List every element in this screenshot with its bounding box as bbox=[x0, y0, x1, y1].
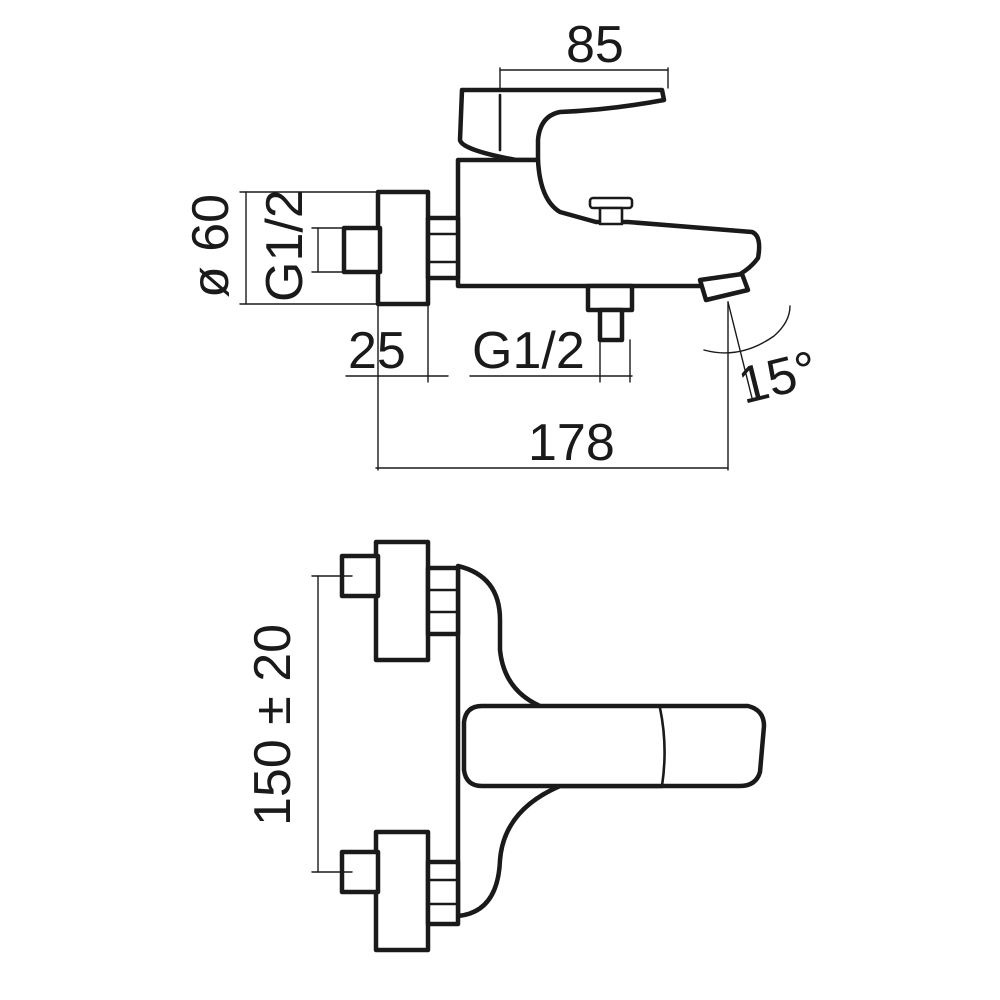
handle-lever bbox=[457, 87, 667, 163]
label-15-degrees: 15° bbox=[733, 340, 823, 415]
bottom-outlet bbox=[585, 283, 635, 343]
dim-25: 25 bbox=[345, 277, 449, 471]
inlet-pipe bbox=[341, 225, 383, 275]
front-view: 150 ± 20 bbox=[244, 539, 767, 953]
dim-15-degrees: 15° bbox=[703, 301, 823, 471]
label-25: 25 bbox=[348, 322, 406, 380]
front-bottom-inlet bbox=[339, 829, 461, 953]
label-178: 178 bbox=[528, 414, 615, 472]
label-inlet-thread: G1/2 bbox=[256, 189, 314, 302]
wall-flange bbox=[375, 189, 431, 307]
spout-tip bbox=[697, 271, 751, 303]
diverter-knob bbox=[588, 196, 634, 226]
side-view: 85 bbox=[182, 16, 823, 472]
dim-178: 178 bbox=[375, 414, 729, 472]
dim-inlet-thread: G1/2 bbox=[256, 189, 345, 302]
dim-85: 85 bbox=[499, 16, 669, 141]
front-handle bbox=[461, 703, 767, 789]
hex-nut bbox=[425, 215, 461, 281]
dim-outlet-thread: G1/2 bbox=[469, 322, 633, 383]
label-center-distance: 150 ± 20 bbox=[244, 624, 302, 826]
label-diameter-60: ø 60 bbox=[182, 194, 240, 298]
dim-center-distance: 150 ± 20 bbox=[244, 575, 353, 873]
dim-diameter-60: ø 60 bbox=[182, 191, 377, 305]
label-outlet-thread: G1/2 bbox=[472, 322, 585, 380]
front-top-inlet bbox=[339, 539, 461, 663]
label-85: 85 bbox=[566, 16, 624, 74]
